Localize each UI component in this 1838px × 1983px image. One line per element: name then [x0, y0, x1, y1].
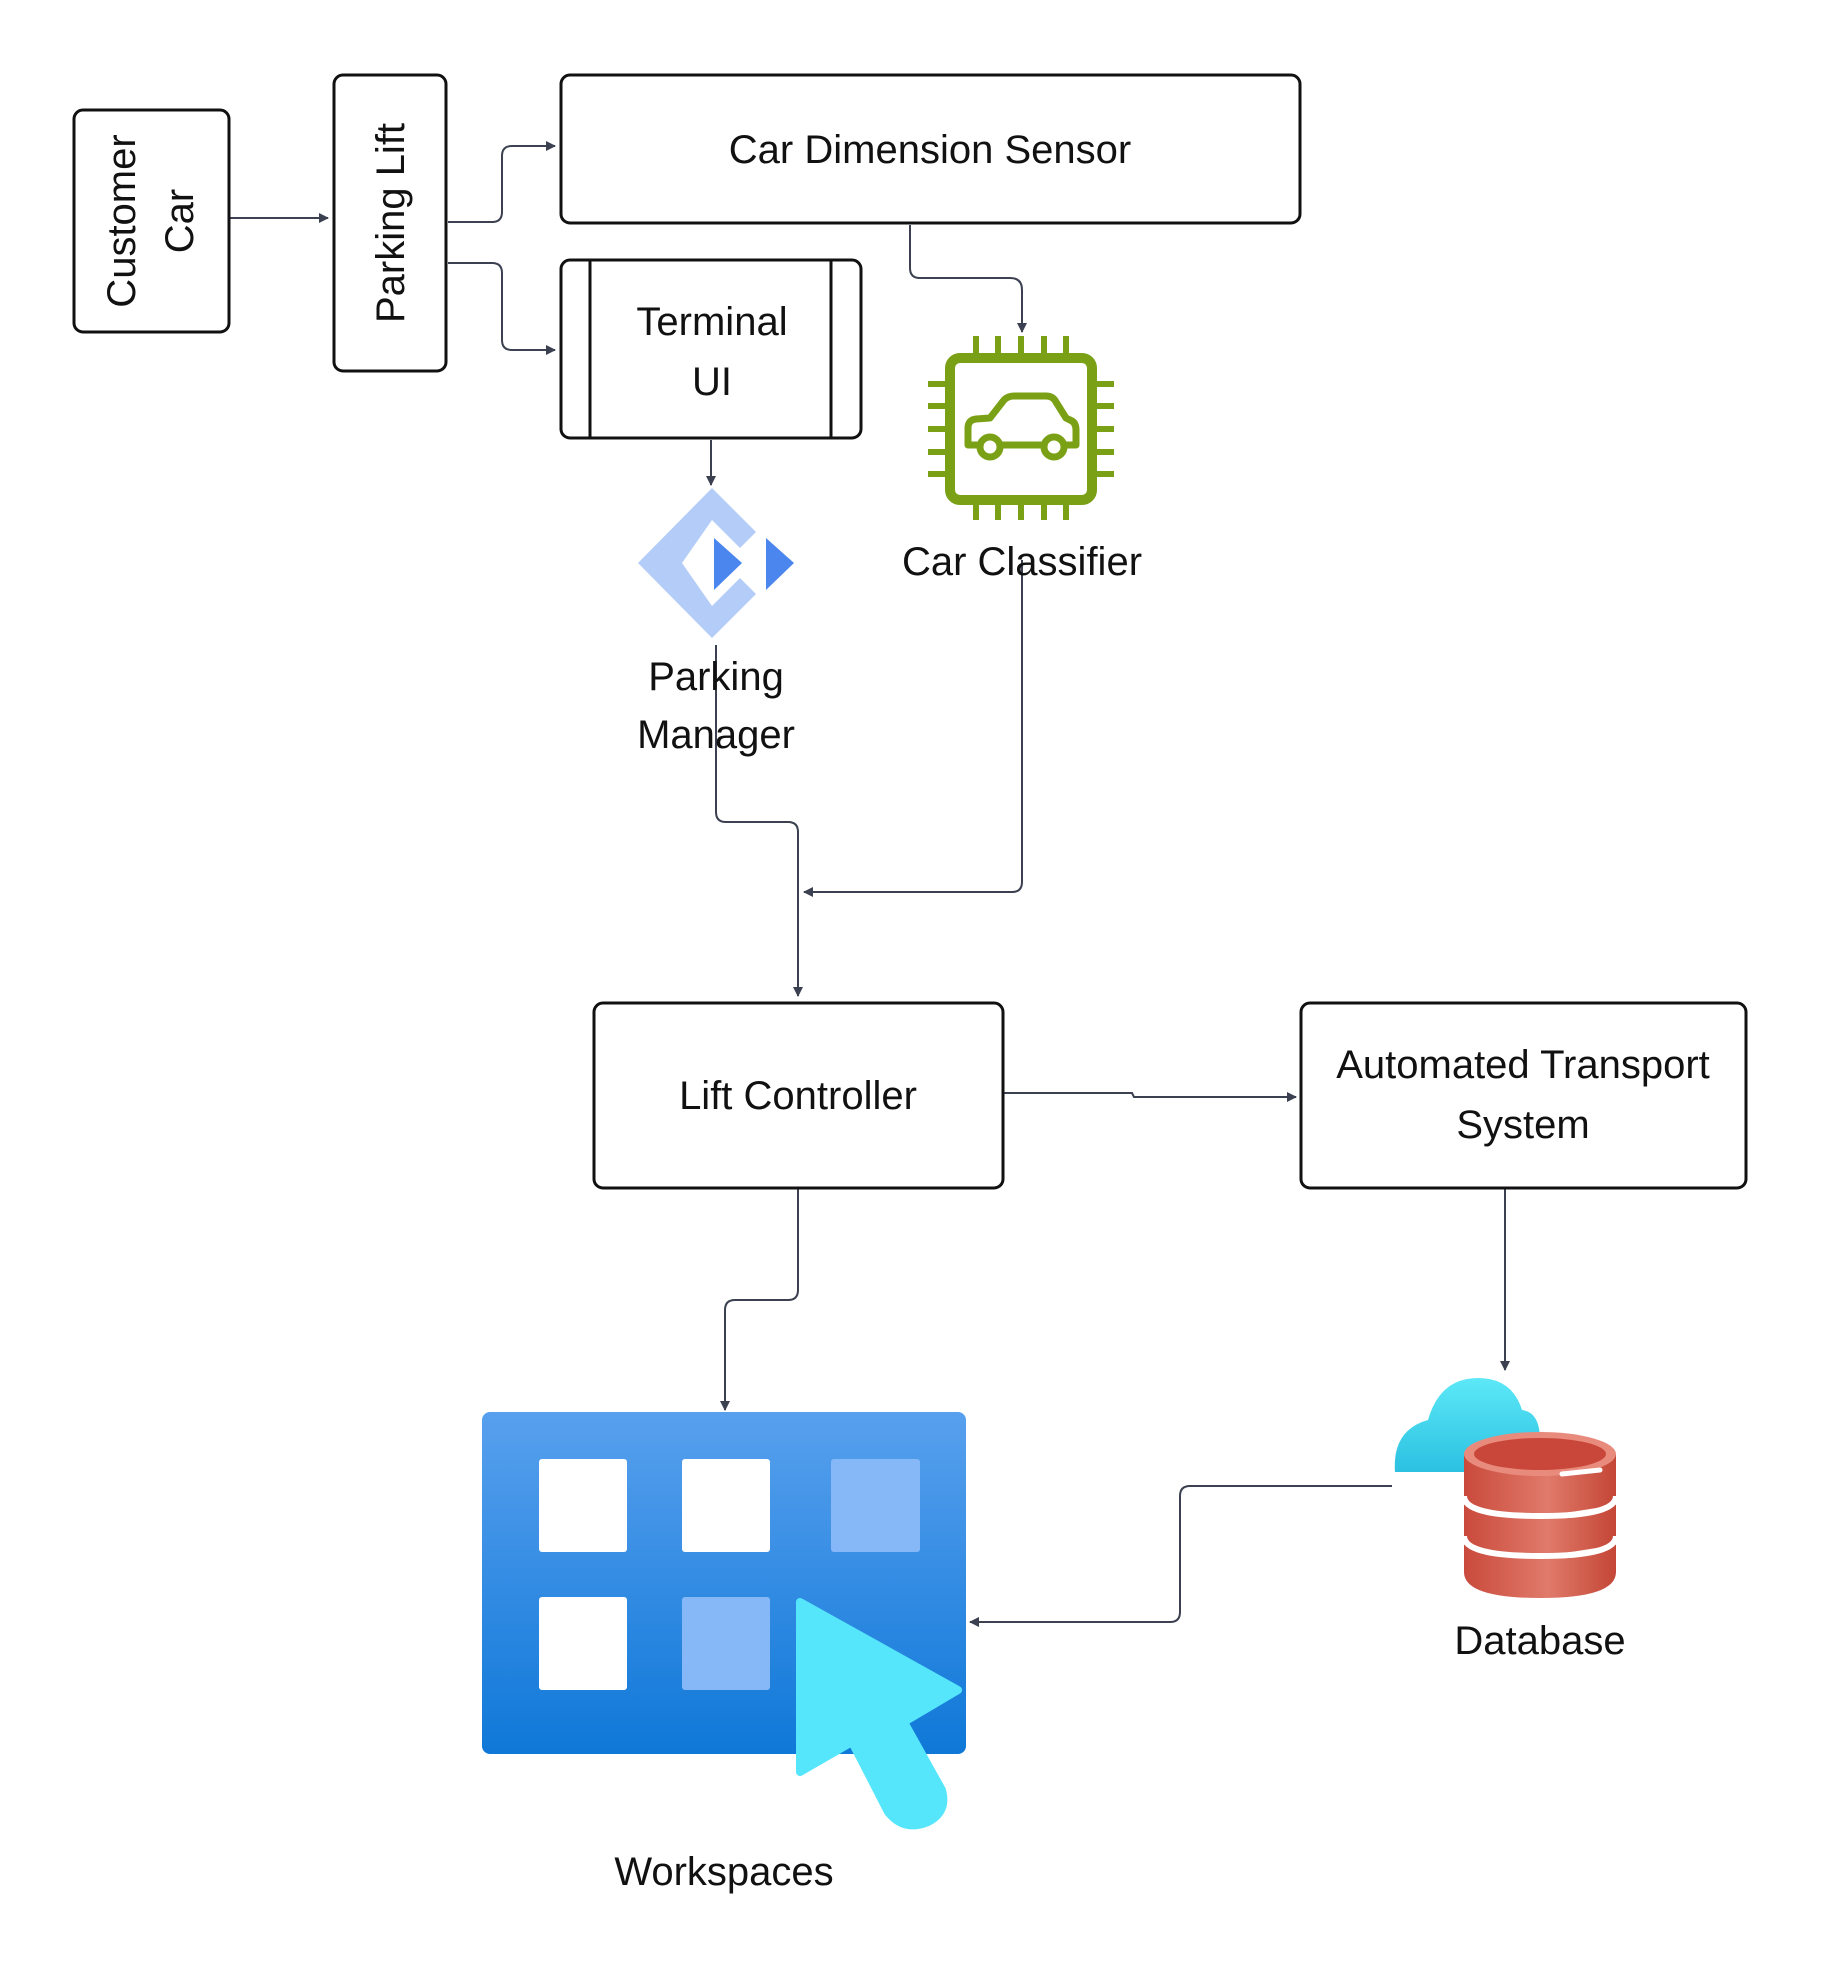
automated-transport-label-line1: Automated Transport — [1336, 1043, 1710, 1087]
customer-car-label-line1: Customer — [100, 134, 144, 307]
node-lift-controller[interactable]: Lift Controller — [592, 1001, 1005, 1190]
node-parking-lift[interactable]: Parking Lift — [332, 73, 448, 373]
edge-parking-lift-to-terminal-ui — [448, 262, 556, 355]
terminal-ui-box — [559, 258, 863, 440]
parking-lift-label: Parking Lift — [369, 123, 413, 323]
edge-car-classifier-to-lift-controller — [803, 560, 1023, 897]
automated-transport-label-line2: System — [1456, 1103, 1589, 1147]
parking-manager-label-line1: Parking — [648, 655, 784, 699]
automated-transport-box — [1299, 1001, 1748, 1190]
database-label: Database — [1454, 1619, 1625, 1663]
edge-lift-controller-to-automated-transport — [1004, 1092, 1297, 1102]
car-classifier-label: Car Classifier — [902, 540, 1142, 584]
node-database[interactable]: Database — [1394, 1378, 1626, 1663]
parking-manager-label-line2: Manager — [637, 713, 795, 757]
cloud-database-icon — [1394, 1378, 1619, 1598]
workspaces-icon — [482, 1412, 966, 1830]
parking-lift-box — [332, 73, 448, 373]
customer-car-label: Customer Car — [100, 134, 202, 307]
edge-parking-lift-to-dimension-sensor — [448, 141, 556, 223]
edge-dimension-sensor-to-car-classifier — [909, 225, 1027, 333]
node-car-classifier[interactable]: Car Classifier — [902, 336, 1142, 584]
lift-controller-label: Lift Controller — [679, 1074, 917, 1118]
node-workspaces[interactable]: Workspaces — [482, 1412, 966, 1894]
node-car-dimension-sensor[interactable]: Car Dimension Sensor — [559, 73, 1302, 225]
parking-manager-icon — [638, 488, 794, 638]
workspaces-label: Workspaces — [614, 1850, 833, 1894]
edge-parking-manager-to-lift-controller — [715, 645, 803, 997]
lift-controller-box — [592, 1001, 1005, 1190]
node-automated-transport-system[interactable]: Automated Transport System — [1299, 1001, 1748, 1190]
node-parking-manager[interactable]: Parking Manager — [637, 488, 795, 757]
node-customer-car[interactable]: Customer Car — [72, 108, 231, 334]
terminal-ui-label-line2: UI — [692, 360, 732, 404]
car-dimension-sensor-label: Car Dimension Sensor — [729, 128, 1131, 172]
connectors — [230, 141, 1510, 1627]
car-chip-icon — [928, 336, 1114, 520]
node-terminal-ui[interactable]: Terminal UI — [559, 258, 863, 440]
customer-car-box — [72, 108, 231, 334]
customer-car-label-line2: Car — [158, 189, 202, 253]
edge-lift-controller-to-workspaces — [720, 1189, 799, 1411]
car-dimension-sensor-box — [559, 73, 1302, 225]
edge-database-to-workspaces — [969, 1485, 1392, 1627]
terminal-ui-label-line1: Terminal — [636, 300, 787, 344]
